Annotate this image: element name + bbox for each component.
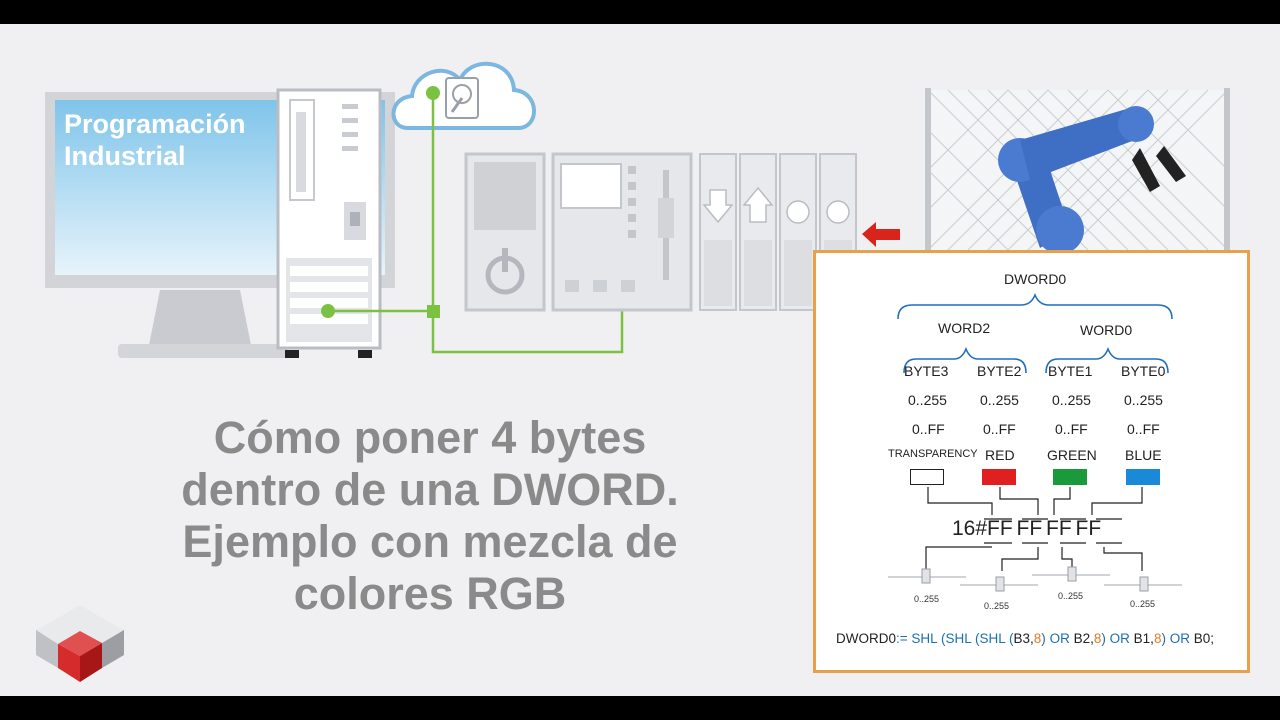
byte3-hex-range: 0..FF	[912, 421, 945, 437]
bottom-letterbox	[0, 696, 1280, 720]
hex-b1: FF	[1046, 517, 1072, 540]
channel-green: GREEN	[1047, 447, 1097, 463]
channel-transparency: TRANSPARENCY	[888, 448, 978, 460]
code-comma-2: ,	[1090, 631, 1094, 646]
code-or-1: OR	[1049, 631, 1070, 646]
channel-blue: BLUE	[1125, 447, 1162, 463]
byte3-dec-range: 0..255	[908, 392, 947, 408]
logo-cubes-icon	[36, 605, 124, 682]
word-low-label: WORD0	[1080, 322, 1133, 338]
plc-power-module	[464, 152, 546, 312]
code-lhs: DWORD0	[836, 631, 896, 646]
code-assign: :=	[896, 631, 908, 646]
slider-label-byte0: 0..255	[1130, 599, 1156, 609]
headline-line1: Cómo poner 4 bytes	[213, 412, 647, 463]
dword-label: DWORD0	[1004, 271, 1067, 287]
code-open-1: (	[940, 631, 946, 646]
code-or-2: OR	[1109, 631, 1130, 646]
byte2-dec-range: 0..255	[980, 392, 1019, 408]
code-eight-3: 8	[1153, 631, 1162, 646]
swatch-red	[982, 469, 1016, 485]
brace-lines	[897, 292, 1173, 374]
headline-line2: dentro de una DWORD.	[181, 464, 679, 515]
code-eight-2: 8	[1093, 631, 1102, 646]
dword-diagram-lines	[888, 292, 1182, 592]
byte3-label: BYTE3	[904, 363, 949, 379]
video-headline: Cómo poner 4 bytes dentro de una DWORD. …	[110, 412, 750, 620]
byte0-dec-range: 0..255	[1124, 392, 1163, 408]
hex-b2: FF	[1016, 517, 1043, 540]
monitor-title-line2: Industrial	[64, 141, 186, 171]
code-b1: B1	[1133, 631, 1151, 646]
code-b2: B2	[1073, 631, 1091, 646]
slider-label-byte3: 0..255	[914, 594, 940, 604]
code-comma-1: ,	[1030, 631, 1034, 646]
code-close-2: )	[1101, 631, 1106, 646]
headline-line3: Ejemplo con mezcla de	[182, 516, 678, 567]
code-shl-2: SHL	[945, 631, 972, 646]
hex-value: 16#FF FF FF FF	[952, 517, 1101, 541]
code-b0: B0	[1193, 631, 1211, 646]
connector-lines	[925, 487, 1143, 571]
robot-arm-icon	[998, 106, 1186, 254]
code-end: ;	[1210, 631, 1215, 646]
plc-cpu-module	[551, 152, 693, 312]
hex-b3: FF	[987, 517, 1013, 540]
dword-diagram-panel: DWORD0 WORD2 WORD0 BYTE3 BYTE2 BYTE1 BYT…	[813, 250, 1250, 673]
code-close-3: )	[1161, 631, 1166, 646]
swatch-blue	[1126, 469, 1160, 485]
channel-red: RED	[985, 447, 1015, 463]
top-letterbox	[0, 0, 1280, 24]
word-high-label: WORD2	[938, 320, 991, 336]
illustration	[36, 61, 1230, 682]
monitor-title: Programación Industrial	[64, 108, 246, 172]
headline-line4: colores RGB	[293, 568, 567, 619]
code-open-3: (	[1009, 631, 1014, 646]
hex-prefix: 16#	[952, 517, 988, 540]
cloud-hdd-icon	[391, 61, 536, 130]
byte0-hex-range: 0..FF	[1127, 421, 1160, 437]
st-code-line: DWORD0:= SHL (SHL (SHL (B3,8) OR B2,8) O…	[836, 631, 1214, 646]
byte2-label: BYTE2	[977, 363, 1022, 379]
code-open-2: (	[974, 631, 980, 646]
byte0-label: BYTE0	[1121, 363, 1166, 379]
code-or-3: OR	[1169, 631, 1190, 646]
sliders	[888, 566, 1182, 592]
code-b3: B3	[1013, 631, 1031, 646]
code-eight-1: 8	[1033, 631, 1042, 646]
code-comma-3: ,	[1150, 631, 1154, 646]
monitor-title-line1: Programación	[64, 109, 246, 139]
slider-label-byte2: 0..255	[984, 601, 1010, 611]
code-shl-3: SHL	[979, 631, 1006, 646]
swatch-green	[1053, 469, 1087, 485]
code-shl-1: SHL	[911, 631, 938, 646]
thumbnail-canvas: Programación Industrial Cómo poner 4 byt…	[0, 24, 1280, 696]
byte2-hex-range: 0..FF	[983, 421, 1016, 437]
byte1-dec-range: 0..255	[1052, 392, 1091, 408]
hex-b0: FF	[1075, 517, 1102, 540]
slider-label-byte1: 0..255	[1058, 591, 1084, 601]
byte1-hex-range: 0..FF	[1055, 421, 1088, 437]
byte1-label: BYTE1	[1048, 363, 1093, 379]
red-arrow-icon	[862, 222, 900, 247]
code-close-1: )	[1041, 631, 1046, 646]
swatch-transparency	[910, 469, 944, 485]
